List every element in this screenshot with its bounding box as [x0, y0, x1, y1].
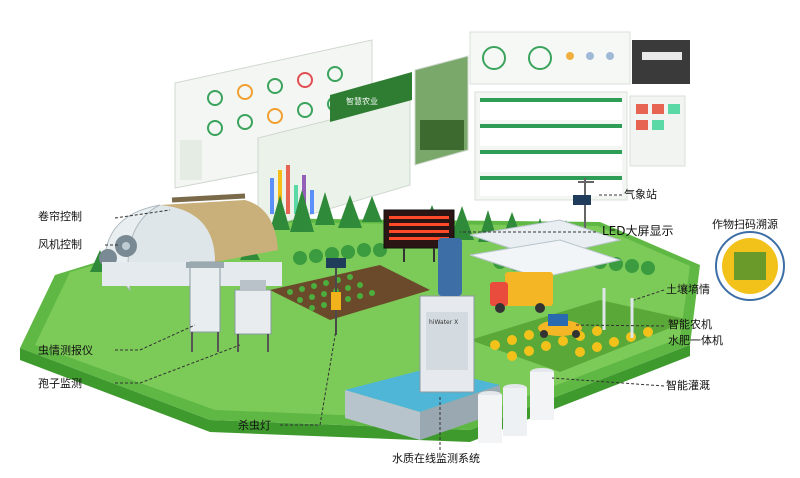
soil-sensors [602, 288, 634, 338]
label-pest-monitor: 虫情测报仪 [38, 344, 93, 357]
traceability-badge [715, 231, 785, 301]
label-fan-control: 风机控制 [38, 238, 82, 251]
pest-monitor-device [186, 261, 224, 352]
label-smart-irrigation: 智能灌溉 [666, 379, 710, 392]
dashboard-screen-small [414, 55, 469, 166]
water-tanks [478, 368, 554, 443]
smart-truck [490, 272, 553, 313]
label-spore-monitor: 孢子监测 [38, 377, 82, 390]
label-curtain-control: 卷帘控制 [38, 210, 82, 223]
label-weather-station: 气象站 [624, 188, 657, 201]
water-station-cabinet: hiWater X [419, 238, 475, 393]
smart-tractor [538, 314, 582, 338]
label-fertigation: 水肥一体机 [668, 334, 723, 347]
spore-monitor-device [234, 280, 272, 352]
led-display-board [383, 209, 455, 262]
dashboard-screen-center: 智慧农业 [257, 72, 412, 231]
crop-field [270, 265, 430, 320]
label-led-display: LED大屏显示 [602, 224, 674, 238]
callout-lines [105, 194, 665, 450]
label-smart-machine: 智能农机 [668, 318, 712, 331]
screen-banner-text: 智慧农业 [346, 96, 378, 106]
label-water-quality: 水质在线监测系统 [392, 452, 480, 465]
insect-lamp-device [326, 258, 346, 335]
label-insect-lamp: 杀虫灯 [238, 419, 271, 432]
label-soil-moisture: 土壤墒情 [666, 283, 710, 296]
dashboard-screen-list [474, 91, 686, 201]
label-traceability: 作物扫码溯源 [712, 218, 778, 231]
dashboard-screen-weather [469, 31, 690, 85]
glass-greenhouses [469, 219, 622, 279]
water-station-brand: hiWater X [429, 319, 458, 326]
